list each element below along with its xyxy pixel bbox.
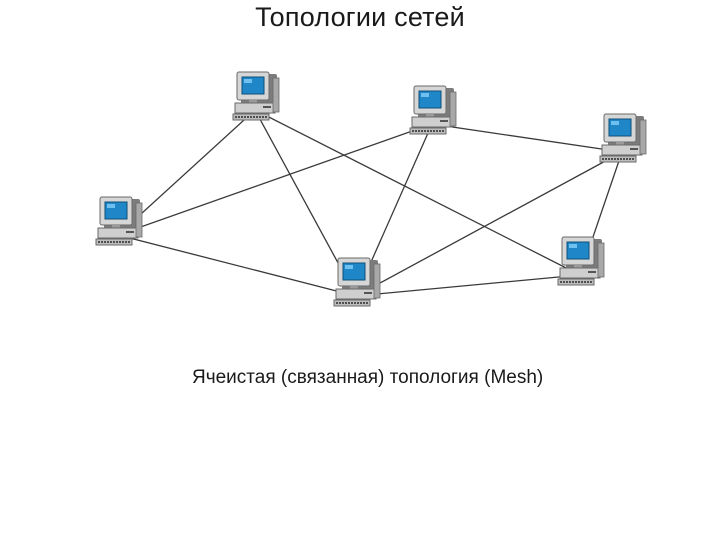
links-layer — [117, 109, 623, 297]
computer-icon-pc-right — [599, 113, 647, 163]
nodes-layer — [95, 71, 647, 307]
link-pc-top-middle-to-pc-right — [431, 123, 623, 153]
link-pc-bottom-middle-to-pc-bottom-right — [355, 274, 581, 297]
link-pc-left-to-pc-bottom-middle — [117, 234, 357, 297]
computer-icon-pc-bottom-middle — [333, 257, 381, 307]
link-pc-right-to-pc-bottom-middle — [355, 151, 623, 297]
slide-title: Топологии сетей — [255, 2, 465, 32]
computer-icon-pc-bottom-right — [557, 236, 605, 286]
computer-icon-pc-left — [95, 196, 143, 246]
computer-icon-pc-top-middle — [409, 85, 457, 135]
diagram-caption: Ячеистая (связанная) топология (Mesh) — [192, 367, 544, 388]
link-pc-top-middle-to-pc-left — [117, 123, 433, 236]
link-pc-top-left-to-pc-bottom-right — [254, 109, 581, 276]
computer-icon-pc-top-left — [232, 71, 280, 121]
